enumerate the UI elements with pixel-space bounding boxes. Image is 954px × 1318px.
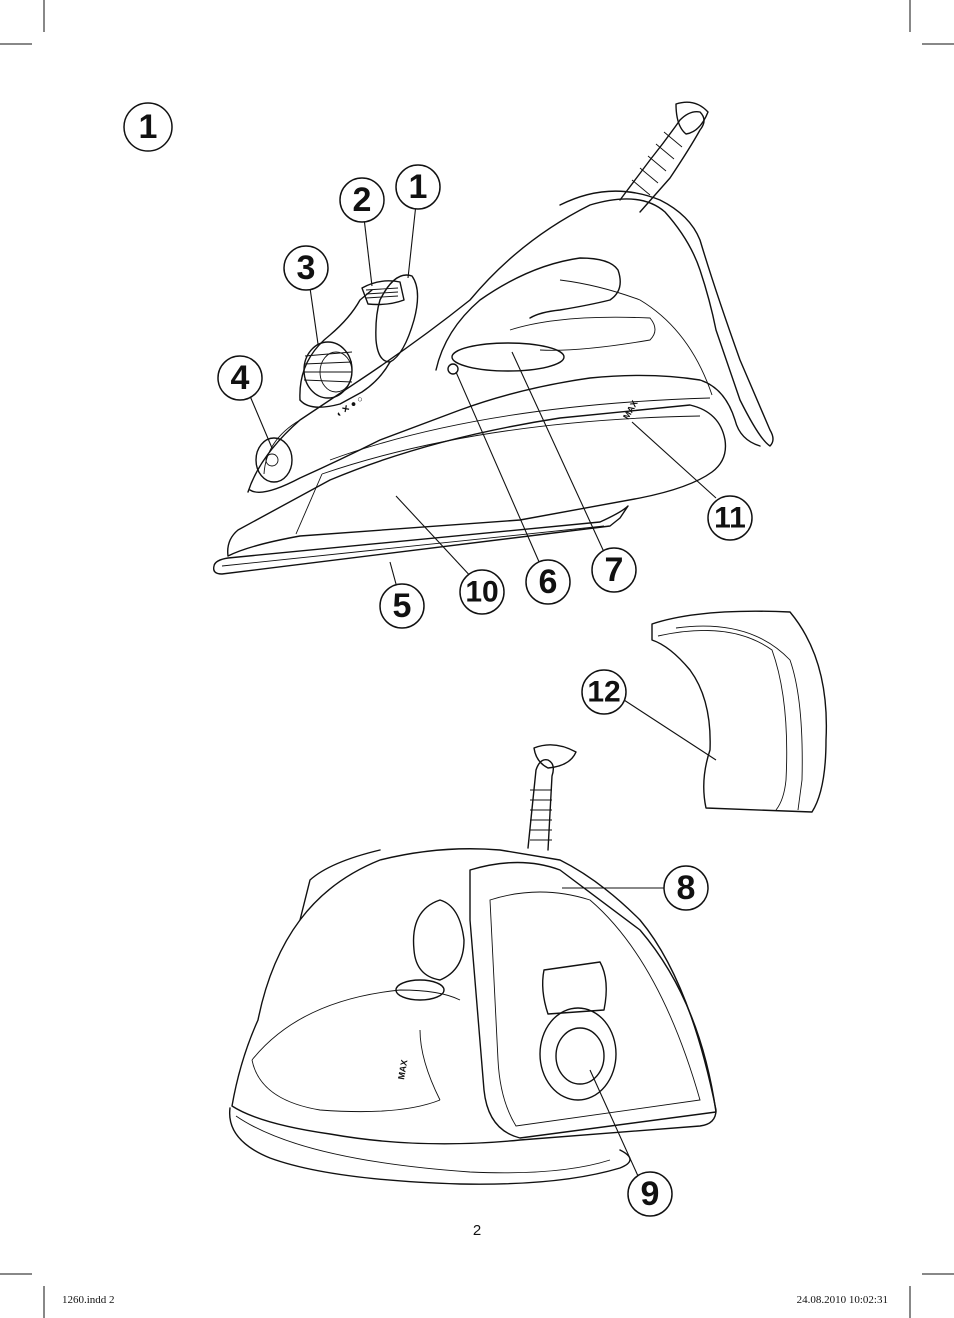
spray-button [375, 274, 419, 363]
cord-guard [619, 110, 705, 213]
rear-panel [469, 861, 717, 1139]
callout-8: 8 [663, 865, 709, 911]
callout-10-label: 10 [465, 576, 498, 609]
callout-11: 11 [707, 495, 753, 541]
callout-2-label: 2 [353, 181, 372, 219]
callout-9: 9 [627, 1171, 673, 1217]
water-fill-cap [451, 342, 565, 372]
steam-selector [255, 437, 293, 483]
spray-nozzle [447, 363, 459, 375]
callout-7-label: 7 [605, 551, 624, 589]
iron-side-view: ◖ ✕ ● ○ MAX [212, 101, 774, 575]
callout-12: 12 [581, 669, 627, 715]
callout-12-label: 12 [587, 676, 620, 709]
soleplate [212, 505, 629, 575]
max-marking-bottom: MAX [396, 1059, 409, 1080]
callout-9-label: 9 [641, 1175, 660, 1213]
file-slug: 1260.indd 2 [62, 1294, 115, 1306]
callout-7: 7 [591, 547, 637, 593]
callout-1: 1 [395, 164, 441, 210]
iron-shell [247, 190, 774, 493]
callout-5-label: 5 [393, 587, 412, 625]
callout-10: 10 [459, 569, 505, 615]
handle-opening [435, 257, 621, 371]
callout-8-label: 8 [677, 869, 696, 907]
iron-body-lower [227, 404, 727, 557]
cord-rewind-knob [539, 1007, 617, 1101]
callout-6-label: 6 [539, 563, 558, 601]
svg-text:◖ ✕ ● ○: ◖ ✕ ● ○ [333, 393, 364, 419]
timestamp-slug: 24.08.2010 10:02:31 [796, 1294, 888, 1306]
steam-burst-button [361, 280, 405, 306]
callout-4: 4 [217, 355, 263, 401]
leader-lines [249, 203, 717, 1177]
callout-5: 5 [379, 583, 425, 629]
callout-1-label: 1 [409, 168, 428, 206]
callout-2: 2 [339, 177, 385, 223]
callout-3-label: 3 [297, 249, 316, 287]
cover-panel [651, 610, 828, 813]
callout-6: 6 [525, 559, 571, 605]
callout-11-label: 11 [714, 502, 746, 535]
callout-3: 3 [283, 245, 329, 291]
iron-rear-view: MAX [229, 744, 717, 1185]
figure-number-label: 1 [139, 108, 158, 146]
page-number: 2 [472, 1222, 482, 1239]
callout-4-label: 4 [231, 359, 250, 397]
figure-number-callout: 1 [123, 102, 173, 152]
